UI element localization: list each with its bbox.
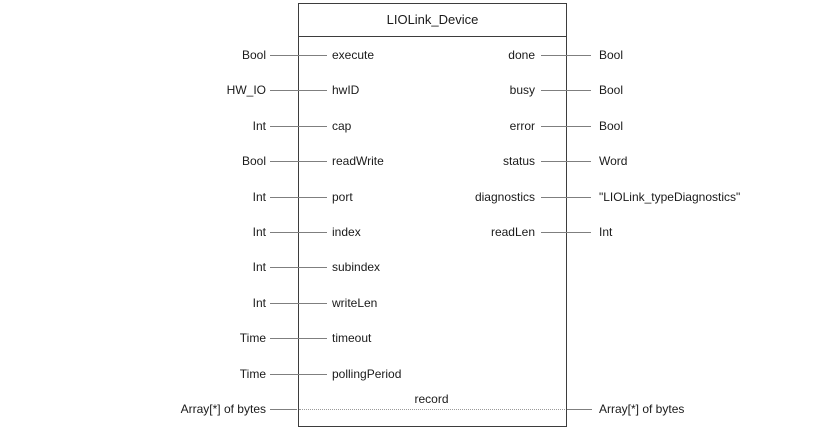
- output-row-error: error Bool: [0, 118, 835, 134]
- inout-param-label: record: [414, 392, 449, 406]
- output-param-label: readLen: [490, 225, 535, 239]
- output-param-label: diagnostics: [474, 190, 535, 204]
- input-param-label: hwID: [332, 83, 360, 97]
- input-connector-line: [270, 126, 327, 127]
- input-row-cap: Int cap: [0, 118, 835, 134]
- output-row-readlen: readLen Int: [0, 224, 835, 240]
- output-row-done: done Bool: [0, 47, 835, 63]
- input-param-label: port: [332, 190, 353, 204]
- input-row-pollingperiod: Time pollingPeriod: [0, 366, 835, 382]
- output-connector-line: [541, 161, 591, 162]
- input-param-label: index: [332, 225, 361, 239]
- input-type-label: Time: [239, 331, 266, 345]
- input-type-label: Int: [252, 225, 266, 239]
- output-type-label: Int: [599, 225, 613, 239]
- input-param-label: execute: [332, 48, 375, 62]
- input-param-label: readWrite: [332, 154, 384, 168]
- output-type-label: Bool: [599, 83, 624, 97]
- input-connector-line: [270, 90, 327, 91]
- input-row-readwrite: Bool readWrite: [0, 153, 835, 169]
- output-type-label: Bool: [599, 48, 624, 62]
- input-type-label: Bool: [241, 48, 266, 62]
- input-row-timeout: Time timeout: [0, 330, 835, 346]
- input-type-label: Int: [252, 260, 266, 274]
- output-connector-line: [541, 126, 591, 127]
- input-param-label: timeout: [332, 331, 372, 345]
- output-connector-line: [541, 197, 591, 198]
- inout-right-connector-line: [567, 409, 592, 410]
- input-row-index: Int index: [0, 224, 835, 240]
- output-row-busy: busy Bool: [0, 82, 835, 98]
- output-row-diagnostics: diagnostics "LIOLink_typeDiagnostics": [0, 189, 835, 205]
- block-title: LIOLink_Device: [299, 4, 566, 37]
- input-connector-line: [270, 338, 327, 339]
- input-type-label: Int: [252, 190, 266, 204]
- input-row-execute: Bool execute: [0, 47, 835, 63]
- output-param-label: status: [502, 154, 535, 168]
- input-connector-line: [270, 374, 327, 375]
- input-connector-line: [270, 161, 327, 162]
- input-param-label: cap: [332, 119, 352, 133]
- input-connector-line: [270, 55, 327, 56]
- input-row-hwid: HW_IO hwID: [0, 82, 835, 98]
- function-block-box: LIOLink_Device: [298, 3, 567, 427]
- output-param-label: error: [509, 119, 535, 133]
- output-param-label: busy: [509, 83, 535, 97]
- input-type-label: Int: [252, 296, 266, 310]
- output-row-status: status Word: [0, 153, 835, 169]
- input-type-label: Bool: [241, 154, 266, 168]
- inout-right-type-label: Array[*] of bytes: [599, 402, 685, 416]
- output-connector-line: [541, 55, 591, 56]
- input-connector-line: [270, 267, 327, 268]
- input-connector-line: [270, 232, 327, 233]
- output-type-label: Word: [599, 154, 628, 168]
- output-connector-line: [541, 232, 591, 233]
- input-type-label: Int: [252, 119, 266, 133]
- input-type-label: Time: [239, 367, 266, 381]
- input-row-port: Int port: [0, 189, 835, 205]
- inout-left-connector-line: [270, 409, 297, 410]
- output-param-label: done: [508, 48, 535, 62]
- inout-left-type-label: Array[*] of bytes: [180, 402, 266, 416]
- input-param-label: pollingPeriod: [332, 367, 402, 381]
- input-param-label: subindex: [332, 260, 381, 274]
- inout-row-record: Array[*] of bytes Array[*] of bytes: [0, 401, 835, 417]
- input-row-subindex: Int subindex: [0, 259, 835, 275]
- input-row-writelen: Int writeLen: [0, 295, 835, 311]
- output-connector-line: [541, 90, 591, 91]
- input-connector-line: [270, 197, 327, 198]
- input-param-label: writeLen: [332, 296, 378, 310]
- inout-dotted-line: [299, 409, 565, 410]
- output-type-label: Bool: [599, 119, 624, 133]
- output-type-label: "LIOLink_typeDiagnostics": [599, 190, 741, 204]
- input-type-label: HW_IO: [226, 83, 266, 97]
- input-connector-line: [270, 303, 327, 304]
